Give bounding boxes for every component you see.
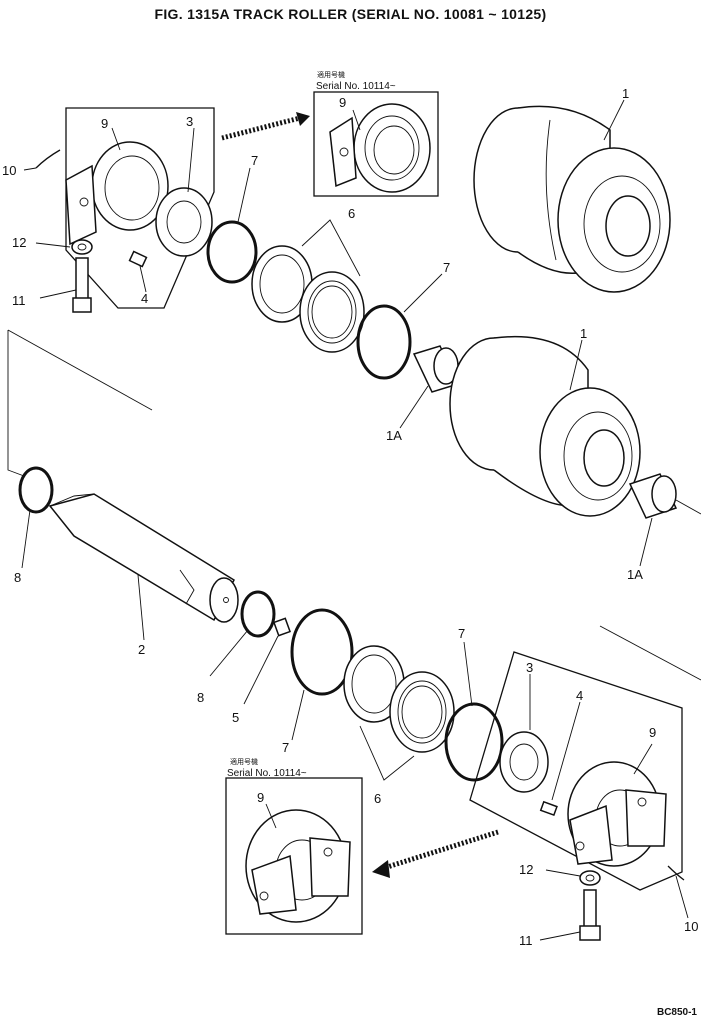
centerline-guides — [7, 329, 701, 681]
callout-9-inset-bot: 9 — [257, 790, 264, 805]
group-box-bottom-right — [469, 651, 683, 891]
figure-title: FIG. 1315A TRACK ROLLER (SERIAL NO. 1008… — [154, 6, 547, 22]
arrow-top — [221, 112, 310, 141]
callout-11-top: 11 — [12, 293, 26, 308]
callout-4-top: 4 — [141, 291, 148, 306]
bolt-11-top — [72, 257, 92, 313]
shaft-2 — [48, 493, 239, 623]
callout-1-mid: 1 — [580, 326, 587, 341]
o-ring-7-d — [444, 702, 504, 782]
callout-2: 2 — [138, 642, 145, 657]
seal-ring-6-bot-b — [389, 671, 455, 753]
drawing-code: BC850-1 — [656, 1007, 697, 1018]
inset-box-top: 適用号機 Serial No. 10114~ 9 — [313, 70, 439, 197]
end-collar-9-top — [65, 141, 169, 246]
pin-4-top — [128, 250, 148, 268]
callout-12-top: 12 — [12, 235, 26, 250]
callout-1a-right: 1A — [627, 567, 643, 582]
o-ring-7-a — [206, 220, 258, 284]
callout-8-a: 8 — [14, 570, 21, 585]
seal-ring-6-bot-a — [343, 645, 405, 723]
track-roller-1-mid — [449, 335, 641, 517]
callout-5: 5 — [232, 710, 239, 725]
bolt-11-bot — [579, 889, 601, 941]
callout-9-inset-top: 9 — [339, 95, 346, 110]
inset-box-bottom: 適用号機 Serial No. 10114~ 9 — [225, 757, 363, 935]
callout-9-bot: 9 — [649, 725, 656, 740]
callout-10-bot: 10 — [684, 919, 698, 934]
pin-4-bot — [539, 800, 558, 817]
callout-6-top: 6 — [348, 206, 355, 221]
callout-6-bot: 6 — [374, 791, 381, 806]
callout-7-a: 7 — [251, 153, 258, 168]
floating-seal-3-top — [155, 187, 213, 257]
callout-10-top: 10 — [2, 163, 16, 178]
o-ring-8-a — [18, 466, 54, 514]
callout-7-c: 7 — [282, 740, 289, 755]
callout-9-top: 9 — [101, 116, 108, 131]
callout-4-bot: 4 — [576, 688, 583, 703]
track-roller-1-top — [473, 105, 671, 293]
callout-8-b: 8 — [197, 690, 204, 705]
leaders-top-left — [23, 127, 195, 299]
bushing-1a-right — [628, 473, 678, 519]
o-ring-7-b — [356, 304, 412, 380]
inset-note-top: 適用号機 — [317, 70, 345, 79]
washer-12-bot — [579, 870, 601, 886]
floating-seal-3-bot — [499, 731, 549, 793]
arrow-bottom — [372, 829, 499, 878]
callout-3-top: 3 — [186, 114, 193, 129]
end-collar-9-bot — [567, 761, 667, 867]
group-box-top-left — [65, 107, 215, 309]
bushing-1a-left — [412, 345, 460, 393]
seal-ring-6-top-b — [299, 271, 365, 353]
callout-7-d: 7 — [458, 626, 465, 641]
callout-7-b: 7 — [443, 260, 450, 275]
callout-3-bot: 3 — [526, 660, 533, 675]
inset-serial-bottom: Serial No. 10114~ — [227, 768, 307, 779]
callout-12-bot: 12 — [519, 862, 533, 877]
plug-5 — [273, 617, 291, 637]
clip-10-top — [35, 149, 61, 169]
inset-serial-top: Serial No. 10114~ — [316, 81, 396, 92]
clip-10-bot — [667, 865, 685, 881]
callout-1-top: 1 — [622, 86, 629, 101]
callout-11-bot: 11 — [519, 933, 533, 948]
o-ring-8-b — [240, 590, 276, 638]
washer-12-top — [71, 239, 93, 255]
inset-note-bottom: 適用号機 — [230, 757, 258, 766]
o-ring-7-c — [290, 608, 354, 696]
callout-1a-left: 1A — [386, 428, 402, 443]
